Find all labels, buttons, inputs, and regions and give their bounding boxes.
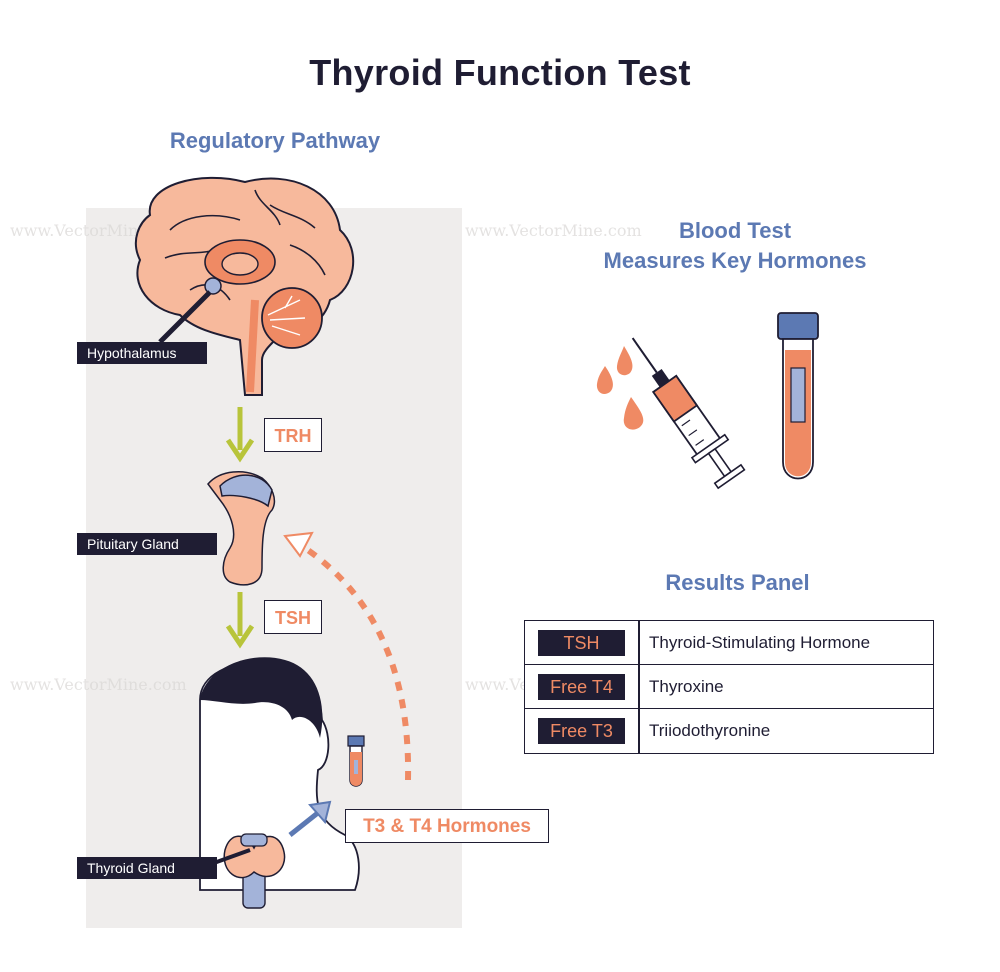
feedback-arrow-icon — [283, 531, 412, 781]
column-divider — [638, 621, 640, 664]
pituitary-gland-icon — [207, 471, 276, 586]
person-head-icon — [199, 657, 360, 909]
test-tube-icon — [777, 312, 819, 480]
hormone-arrow-icon — [288, 800, 332, 837]
pituitary-gland-label: Pituitary Gland — [77, 533, 217, 555]
syringe-icon — [631, 337, 746, 490]
blood-drop-icon — [596, 346, 644, 430]
results-table: TSH Thyroid-Stimulating Hormone Free T4 … — [524, 620, 934, 754]
watermark-text: www.VectorMine.com — [465, 221, 642, 240]
blood-test-title-line1: Blood Test — [678, 218, 792, 243]
table-row: Free T4 Thyroxine — [525, 665, 933, 709]
hormone-code: Free T4 — [538, 674, 625, 700]
tsh-callout: TSH — [264, 600, 322, 634]
small-test-tube-icon — [347, 735, 365, 787]
brain-icon — [134, 176, 355, 396]
results-panel-title: Results Panel — [665, 570, 810, 595]
thyroid-gland-label: Thyroid Gland — [77, 857, 217, 879]
hormone-code: Free T3 — [538, 718, 625, 744]
trh-callout: TRH — [264, 418, 322, 452]
page-title: Thyroid Function Test — [309, 52, 691, 93]
hormone-name: Thyroid-Stimulating Hormone — [649, 633, 871, 652]
column-divider — [638, 709, 640, 753]
hypothalamus-label: Hypothalamus — [77, 342, 207, 364]
hormone-name: Thyroxine — [649, 677, 724, 696]
watermark-text: www.VectorMine.com — [10, 675, 187, 694]
hormone-code: TSH — [538, 630, 625, 656]
table-row: Free T3 Triiodothyronine — [525, 709, 933, 753]
trh-arrow-icon — [225, 407, 255, 463]
column-divider — [638, 665, 640, 708]
regulatory-pathway-title: Regulatory Pathway — [169, 128, 381, 153]
blood-test-title: Blood Test Measures Key Hormones — [560, 216, 910, 276]
table-row: TSH Thyroid-Stimulating Hormone — [525, 621, 933, 665]
blood-test-title-line2: Measures Key Hormones — [603, 248, 867, 273]
t3-t4-hormones-callout: T3 & T4 Hormones — [345, 809, 549, 843]
hormone-name: Triiodothyronine — [649, 721, 771, 740]
tsh-arrow-icon — [225, 592, 255, 649]
